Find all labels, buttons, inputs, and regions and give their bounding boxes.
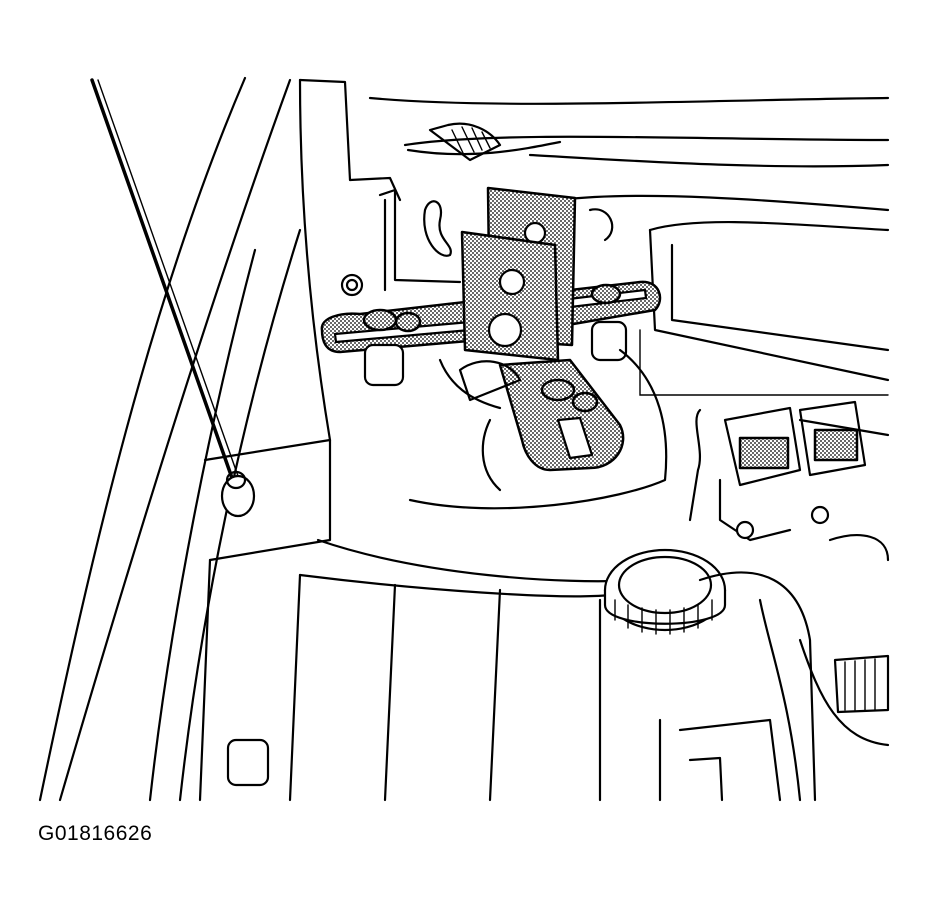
engine-compartment-illustration [38,76,890,802]
filler-cap [603,548,727,635]
latch-mount-plate-front [460,230,560,362]
relay-connectors [688,400,890,802]
fender-panel [38,76,352,802]
hood-latch-bracket [340,188,614,297]
latch-tool-arm [458,358,625,472]
engine-components [658,534,890,802]
figure-caption: G01816626 [38,822,153,845]
cowl-panel [348,96,890,396]
hood-prop-rod [90,78,256,518]
